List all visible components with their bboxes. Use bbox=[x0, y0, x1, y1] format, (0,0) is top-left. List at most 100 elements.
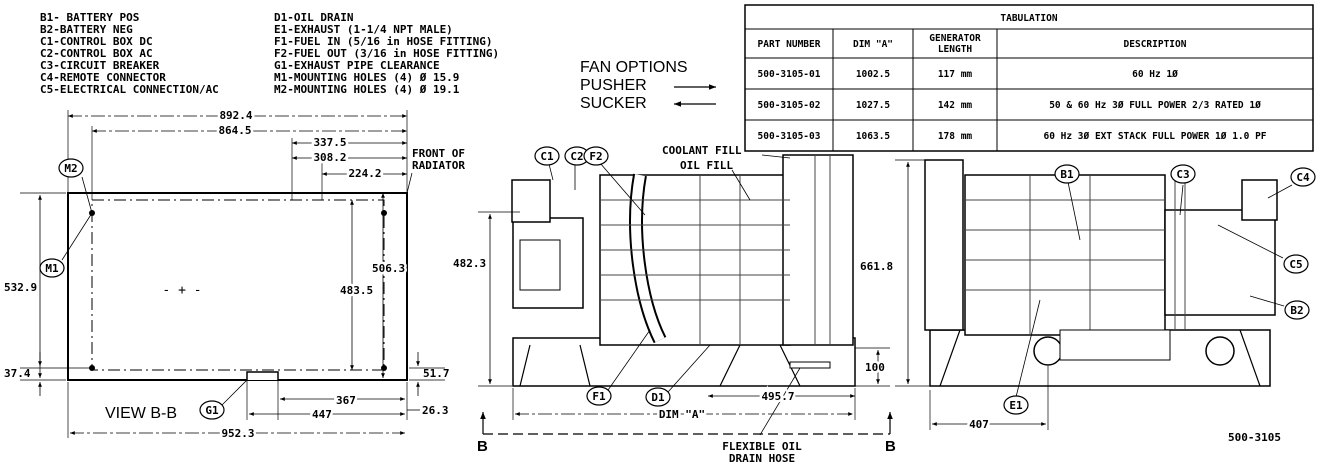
svg-text:M2: M2 bbox=[64, 162, 77, 175]
svg-text:B1: B1 bbox=[1060, 168, 1074, 181]
table-header-description: DESCRIPTION bbox=[1124, 39, 1187, 50]
svg-text:M1: M1 bbox=[45, 262, 59, 275]
fan-options: FAN OPTIONS PUSHER SUCKER bbox=[580, 59, 716, 112]
svg-text:C2: C2 bbox=[570, 150, 583, 163]
legend-m2: M2-MOUNTING HOLES (4) Ø 19.1 bbox=[274, 83, 460, 96]
drain-hose-label: DRAIN HOSE bbox=[729, 452, 795, 465]
view-bb-title: VIEW B-B bbox=[105, 405, 177, 422]
legend-c3: C3-CIRCUIT BREAKER bbox=[40, 59, 160, 72]
svg-text:B2: B2 bbox=[1290, 304, 1303, 317]
legend-c5: C5-ELECTRICAL CONNECTION/AC bbox=[40, 83, 219, 96]
end-view-labels: 661.8 407 500-3105 bbox=[860, 260, 1281, 444]
callout-c5: C5 bbox=[1283, 254, 1309, 274]
svg-text:C1: C1 bbox=[540, 150, 554, 163]
callout-g1: G1 bbox=[199, 400, 225, 420]
legend-c1: C1-CONTROL BOX DC bbox=[40, 35, 153, 48]
table-cell: 142 mm bbox=[938, 100, 973, 111]
table-cell: 117 mm bbox=[938, 69, 973, 80]
callout-f2: F2 bbox=[583, 146, 609, 166]
callout-c3: C3 bbox=[1170, 164, 1196, 184]
section-mark-left: B bbox=[477, 438, 488, 455]
legend-right: D1-OIL DRAIN E1-EXHAUST (1-1/4 NPT MALE)… bbox=[274, 11, 499, 96]
table-cell: 500-3105-03 bbox=[758, 131, 821, 142]
legend-c4: C4-REMOTE CONNECTOR bbox=[40, 71, 166, 84]
end-generator bbox=[1164, 209, 1276, 316]
table-cell: 60 Hz 3Ø EXT STACK FULL POWER 1Ø 1.0 PF bbox=[1043, 131, 1266, 142]
side-view bbox=[478, 154, 893, 436]
dim-37-4: 37.4 bbox=[4, 367, 31, 380]
dim-506-3: 506.3 bbox=[372, 262, 405, 275]
dim-308-2: 308.2 bbox=[313, 151, 346, 164]
dim-447: 447 bbox=[312, 408, 332, 421]
callout-bubbles: M2 M1 G1 C1 C2 F2 F1 D1 B1 C3 C4 C5 B2 E… bbox=[39, 146, 1316, 420]
table-cell: 178 mm bbox=[938, 131, 973, 142]
svg-text:D1: D1 bbox=[651, 391, 665, 404]
dim-892-4: 892.4 bbox=[219, 109, 252, 122]
table-header-dim-a: DIM "A" bbox=[853, 39, 893, 50]
table-header-part-number: PART NUMBER bbox=[758, 39, 821, 50]
radiator-label: RADIATOR bbox=[412, 159, 465, 172]
table-header-length: LENGTH bbox=[938, 44, 973, 55]
legend-m1: M1-MOUNTING HOLES (4) Ø 15.9 bbox=[274, 71, 459, 84]
dim-367: 367 bbox=[336, 394, 356, 407]
oil-fill-label: OIL FILL bbox=[680, 159, 733, 172]
svg-text:C4: C4 bbox=[1296, 171, 1310, 184]
callout-f1: F1 bbox=[586, 386, 612, 406]
callout-b2: B2 bbox=[1284, 300, 1310, 320]
dim-224-2: 224.2 bbox=[348, 167, 381, 180]
legend-left: B1- BATTERY POS B2-BATTERY NEG C1-CONTRO… bbox=[40, 11, 219, 96]
fan-options-title: FAN OPTIONS bbox=[580, 59, 688, 76]
dim-407: 407 bbox=[969, 418, 989, 431]
coolant-fill-label: COOLANT FILL bbox=[662, 144, 742, 157]
callout-b1: B1 bbox=[1054, 164, 1080, 184]
dim-532-9: 532.9 bbox=[4, 281, 37, 294]
table-cell: 1002.5 bbox=[856, 69, 891, 80]
view-bb: - + - 892.4 864.5 337.5 308.2 224.2 FRON… bbox=[2, 107, 466, 443]
svg-text:C5: C5 bbox=[1289, 258, 1302, 271]
drawing-number: 500-3105 bbox=[1228, 431, 1281, 444]
legend-c2: C2-CONTROL BOX AC bbox=[40, 47, 153, 60]
callout-c4: C4 bbox=[1290, 167, 1316, 187]
callout-m1: M1 bbox=[39, 258, 65, 278]
table-header-generator: GENERATOR bbox=[929, 33, 981, 44]
dim-495-7: 495.7 bbox=[761, 390, 794, 403]
dim-483-5: 483.5 bbox=[340, 284, 373, 297]
end-view bbox=[895, 159, 1293, 430]
dim-661-8: 661.8 bbox=[860, 260, 893, 273]
table-cell: 50 & 60 Hz 3Ø FULL POWER 2/3 RATED 1Ø bbox=[1049, 100, 1261, 111]
svg-text:E1: E1 bbox=[1009, 399, 1023, 412]
svg-text:G1: G1 bbox=[205, 404, 219, 417]
legend-d1: D1-OIL DRAIN bbox=[274, 11, 353, 24]
base-outline bbox=[67, 192, 408, 381]
table-title: TABULATION bbox=[1000, 13, 1057, 24]
dim-100: 100 bbox=[865, 361, 885, 374]
dim-26-3: 26.3 bbox=[422, 404, 449, 417]
callout-c1: C1 bbox=[534, 146, 560, 166]
side-view-labels: 482.3 100 495.7 DIM "A" COOLANT FILL OIL… bbox=[451, 144, 897, 465]
flexible-oil-label: FLEXIBLE OIL bbox=[722, 440, 802, 453]
section-mark-right: B bbox=[885, 438, 896, 455]
legend-b1: B1- BATTERY POS bbox=[40, 11, 139, 24]
dim-337-5: 337.5 bbox=[313, 136, 346, 149]
table-cell: 1063.5 bbox=[856, 131, 891, 142]
svg-text:F2: F2 bbox=[589, 150, 602, 163]
svg-text:C3: C3 bbox=[1176, 168, 1189, 181]
table-cell: 60 Hz 1Ø bbox=[1132, 69, 1178, 80]
radiator bbox=[782, 154, 854, 346]
legend-f2: F2-FUEL OUT (3/16 in HOSE FITTING) bbox=[274, 47, 499, 60]
legend-f1: F1-FUEL IN (5/16 in HOSE FITTING) bbox=[274, 35, 493, 48]
fan-option-sucker: SUCKER bbox=[580, 95, 647, 112]
legend-b2: B2-BATTERY NEG bbox=[40, 23, 133, 36]
end-radiator bbox=[924, 159, 964, 331]
center-mark: - + - bbox=[162, 283, 201, 298]
callout-d1: D1 bbox=[645, 387, 671, 407]
fan-option-pusher: PUSHER bbox=[580, 77, 647, 94]
legend-e1: E1-EXHAUST (1-1/4 NPT MALE) bbox=[274, 23, 453, 36]
tabulation-table: TABULATION PART NUMBER DIM "A" GENERATOR… bbox=[744, 4, 1314, 152]
dim-a: DIM "A" bbox=[659, 408, 705, 421]
dim-952-3: 952.3 bbox=[221, 427, 254, 440]
end-engine bbox=[964, 174, 1166, 336]
dim-482-3: 482.3 bbox=[453, 257, 486, 270]
legend-g1: G1-EXHAUST PIPE CLEARANCE bbox=[274, 59, 440, 72]
